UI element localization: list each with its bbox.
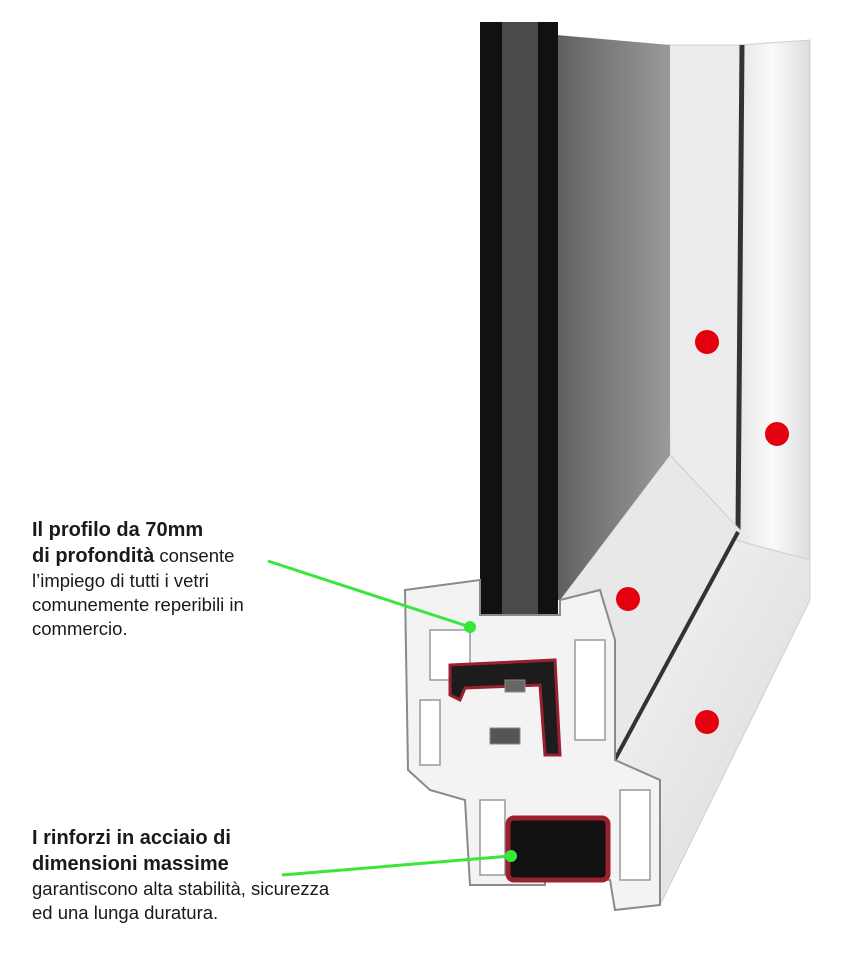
pointer-dot-profile <box>464 621 476 633</box>
caption-reinforce-body: garantiscono alta stabilità, sicurezza e… <box>32 878 330 923</box>
caption-profile-depth: Il profilo da 70mm di profondità consent… <box>32 518 282 640</box>
caption-steel-reinforcements: I rinforzi in acciaio di dimensioni mass… <box>32 826 332 925</box>
caption-profile-bold-1: Il profilo da 70mm <box>32 519 204 541</box>
red-markers <box>616 330 789 734</box>
red-marker <box>695 710 719 734</box>
caption-reinforce-bold-1: I rinforzi in acciaio di <box>32 827 231 849</box>
pointer-dot-reinforcement <box>505 850 517 862</box>
double-glazing-glass <box>480 22 670 622</box>
pointer-lines <box>267 559 517 877</box>
caption-profile-inline: consente <box>154 544 235 566</box>
caption-reinforce-bold-2: dimensioni massime <box>32 852 229 875</box>
pointer-line-profile <box>267 559 471 629</box>
caption-profile-body: l’impiego di tutti i vetri comunemente r… <box>32 570 244 639</box>
red-marker <box>616 587 640 611</box>
red-marker <box>765 422 789 446</box>
red-marker <box>695 330 719 354</box>
caption-profile-bold-2: di profondità <box>32 544 155 567</box>
profile-cross-section <box>403 578 661 912</box>
pointer-line-reinforcement <box>281 854 512 877</box>
